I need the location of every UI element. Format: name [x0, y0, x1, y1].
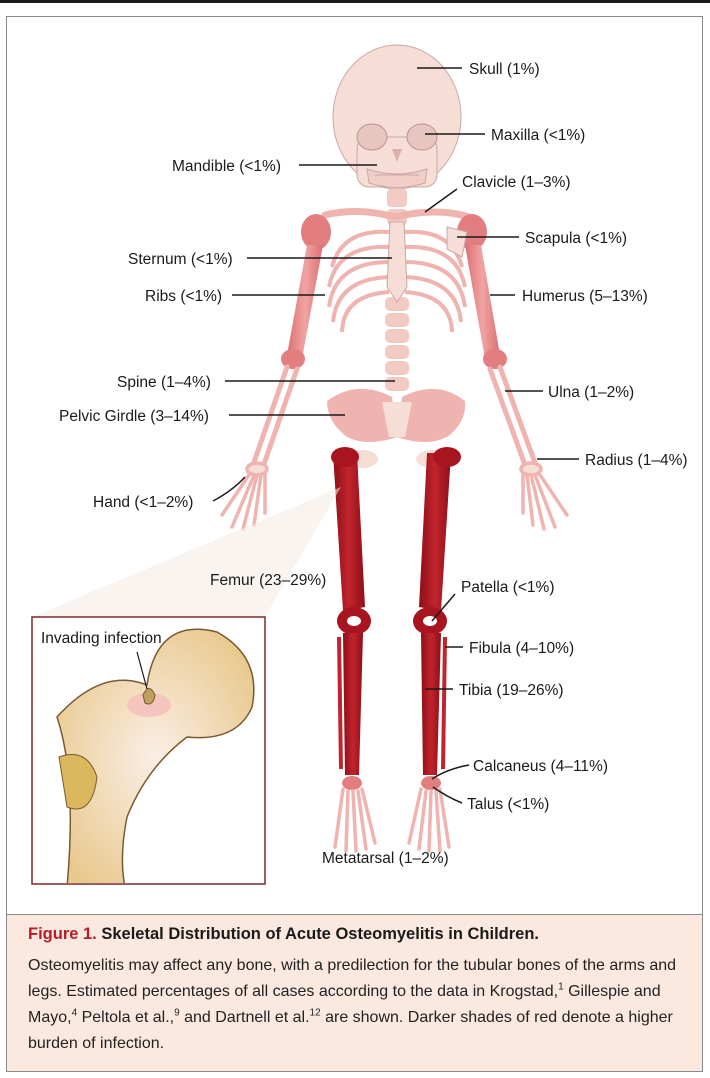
label-metatarsal: Metatarsal (1–2%) — [322, 850, 449, 867]
left-shoulder — [301, 214, 331, 250]
label-fibula: Fibula (4–10%) — [469, 640, 574, 657]
label-spine: Spine (1–4%) — [117, 374, 211, 391]
skull — [333, 45, 461, 189]
label-skull: Skull (1%) — [469, 61, 540, 78]
label-ribs: Ribs (<1%) — [145, 288, 222, 305]
label-calcaneus: Calcaneus (4–11%) — [473, 758, 608, 775]
figure-title: Skeletal Distribution of Acute Osteomyel… — [101, 925, 539, 943]
figure-illustration: Invading infection Skull (1%) Maxilla (<… — [7, 17, 702, 913]
label-femur: Femur (23–29%) — [210, 572, 326, 589]
label-radius: Radius (1–4%) — [585, 452, 688, 469]
inset-femur-head: Invading infection — [32, 617, 265, 887]
caption-text: and Dartnell et al. — [180, 1009, 310, 1026]
left-forearm — [253, 367, 297, 467]
label-scapula: Scapula (<1%) — [525, 230, 627, 247]
reference-marker: 12 — [310, 1008, 321, 1019]
label-hand: Hand (<1–2%) — [93, 494, 193, 511]
sternum — [387, 222, 407, 302]
right-hand — [521, 463, 567, 529]
label-sternum: Sternum (<1%) — [128, 251, 233, 268]
caption-text: Peltola et al., — [77, 1009, 174, 1026]
right-tibia — [421, 633, 441, 775]
scapula — [447, 227, 467, 257]
figure-caption-title: Figure 1. Skeletal Distribution of Acute… — [28, 925, 688, 944]
top-rule — [0, 0, 710, 3]
left-tibia — [343, 633, 363, 775]
label-ulna: Ulna (1–2%) — [548, 384, 634, 401]
inset-label: Invading infection — [41, 630, 162, 647]
figure-number: Figure 1. — [28, 925, 97, 943]
label-pelvic-girdle: Pelvic Girdle (3–14%) — [59, 408, 209, 425]
left-humerus — [287, 245, 323, 359]
fibula — [443, 637, 445, 769]
label-tibia: Tibia (19–26%) — [459, 682, 564, 699]
label-humerus: Humerus (5–13%) — [522, 288, 648, 305]
label-clavicle: Clavicle (1–3%) — [462, 174, 571, 191]
skeleton-diagram: Invading infection Skull (1%) Maxilla (<… — [7, 17, 702, 913]
calcaneus — [421, 776, 441, 790]
label-patella: Patella (<1%) — [461, 579, 554, 596]
right-foot — [409, 776, 449, 851]
left-foot — [335, 776, 375, 851]
label-talus: Talus (<1%) — [467, 796, 549, 813]
right-forearm — [490, 367, 535, 465]
right-femur — [419, 453, 451, 611]
label-mandible: Mandible (<1%) — [172, 158, 281, 175]
figure-caption-body: Osteomyelitis may affect any bone, with … — [28, 953, 688, 1057]
left-femur — [333, 453, 365, 611]
left-hand — [222, 463, 267, 529]
right-humerus — [465, 245, 500, 359]
label-maxilla: Maxilla (<1%) — [491, 127, 585, 144]
